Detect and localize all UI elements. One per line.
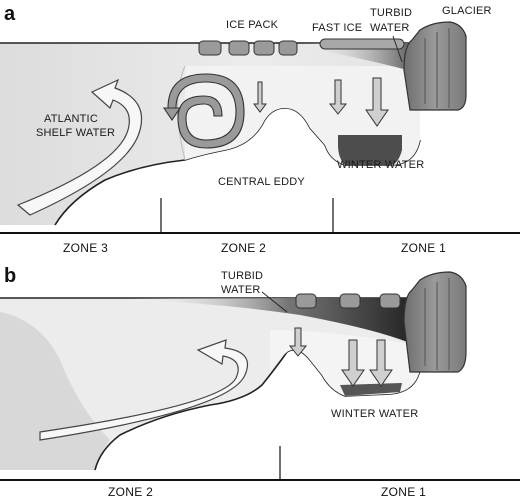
panel-a-ice-floe-1	[198, 40, 222, 56]
panel-a-ice-floe-3	[253, 40, 275, 56]
panel-a-turbid-label-1: TURBID	[370, 7, 412, 19]
panel-a: a ICE PAC	[0, 3, 520, 255]
panel-b-letter: b	[4, 265, 16, 287]
panel-b-winter-water-label: WINTER WATER	[331, 408, 418, 420]
panel-b-zone-1-label: ZONE 1	[381, 485, 426, 497]
panel-a-ice-floe-4	[278, 40, 298, 56]
panel-b-down-arrow-2	[341, 339, 365, 387]
panel-a-fast-ice	[319, 38, 405, 50]
panel-a-glacier-texture	[424, 28, 450, 108]
panel-a-down-arrow-2	[328, 79, 348, 115]
panel-b-zone-2-label: ZONE 2	[108, 485, 153, 497]
panel-a-turbid-label-2: WATER	[370, 22, 410, 34]
panel-b-ice-floe-1	[295, 293, 317, 309]
panel-a-zone-1-label: ZONE 1	[401, 241, 446, 255]
panel-b-ice-floe-3	[379, 293, 401, 309]
panel-a-inner-boundary	[177, 65, 186, 161]
panel-b-glacier-texture	[424, 278, 450, 370]
panel-a-turbid-wedge	[300, 43, 415, 72]
panel-a-turbid-pointer	[392, 35, 403, 63]
panel-a-central-eddy-label: CENTRAL EDDY	[218, 176, 305, 188]
panel-a-winter-water	[338, 135, 402, 165]
panel-a-atlantic-label-1: ATLANTIC	[44, 113, 98, 125]
panel-a-zone-2-label: ZONE 2	[221, 241, 266, 255]
panel-a-down-arrow-3	[365, 77, 389, 127]
panel-b-turbid-layer	[130, 298, 415, 345]
panel-a-winter-water-label: WINTER WATER	[337, 159, 424, 171]
panel-a-fast-ice-label: FAST ICE	[312, 22, 362, 34]
panel-a-atlantic-label-2: SHELF WATER	[36, 127, 115, 139]
panel-b-down-arrow-3	[369, 339, 393, 387]
panel-a-glacier-label: GLACIER	[442, 5, 492, 17]
panel-b-ice-floe-2	[339, 293, 361, 309]
panel-b-glacier	[403, 271, 467, 373]
panel-b: b TURBID WATER WINTER WATER	[0, 265, 520, 497]
panel-b-down-arrow-1	[288, 327, 308, 357]
panel-a-atlantic-arrow	[16, 78, 143, 216]
panel-a-ice-floe-2	[228, 40, 250, 56]
panel-a-down-arrow-1	[253, 81, 267, 113]
panel-b-inflow-arrow	[39, 339, 249, 441]
panel-b-winter-water	[340, 383, 402, 396]
panel-b-turbid-label-2: WATER	[221, 284, 261, 296]
panel-a-eddy-arrowhead	[162, 107, 182, 121]
panel-a-glacier	[403, 21, 467, 111]
panel-b-turbid-label-1: TURBID	[221, 270, 263, 282]
panel-a-ice-pack-label: ICE PACK	[226, 19, 279, 31]
panel-a-letter: a	[4, 3, 16, 25]
panel-a-eddy-spiral	[167, 73, 245, 149]
panel-a-zone-3-label: ZONE 3	[63, 241, 108, 255]
panel-b-turbid-pointer	[261, 291, 288, 313]
